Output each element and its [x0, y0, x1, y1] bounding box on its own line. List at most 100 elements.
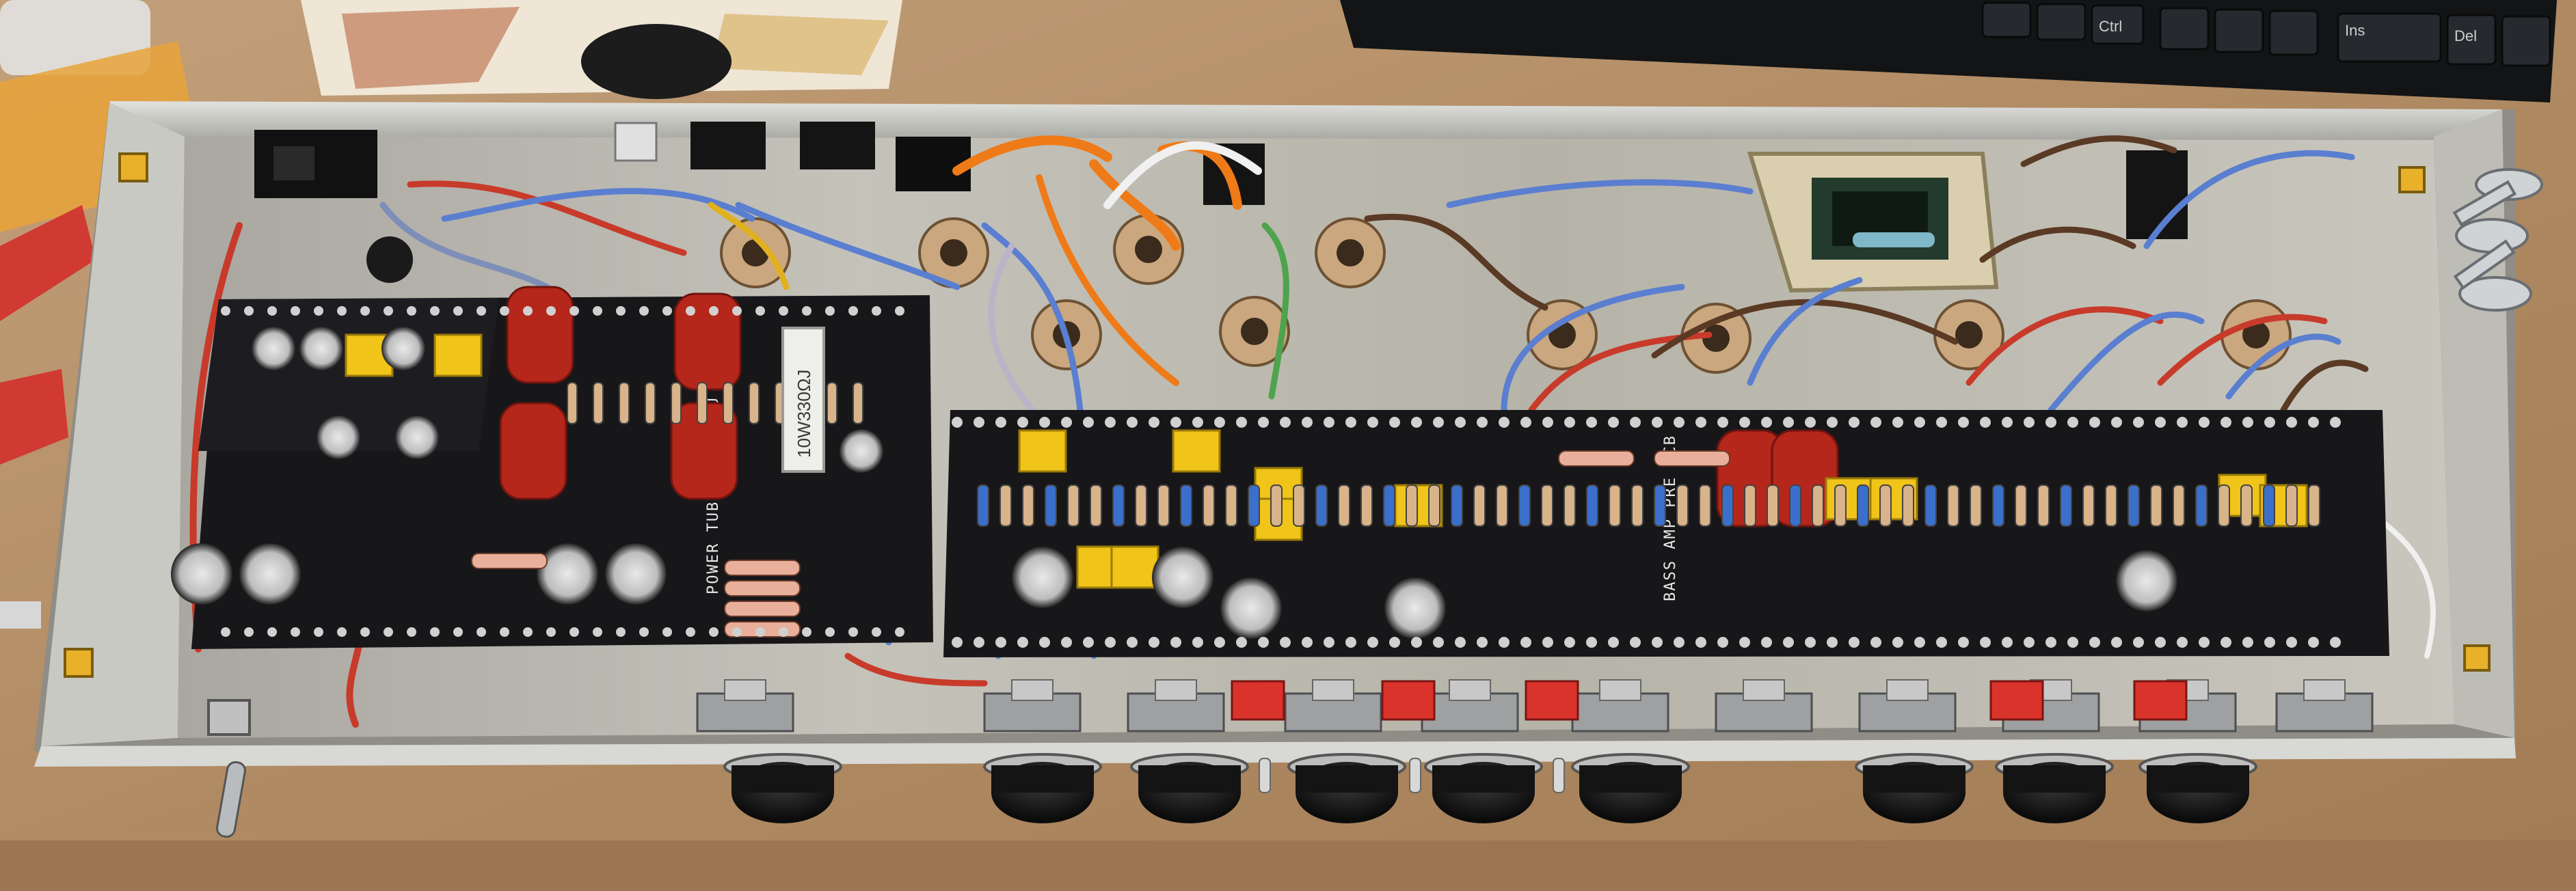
electrolytic-capacitor	[317, 415, 360, 459]
pcb-pad	[1499, 637, 1510, 648]
resistor	[1947, 484, 1959, 527]
pcb-pad	[244, 627, 254, 637]
pcb-pad	[1149, 637, 1159, 648]
pcb-pad	[1127, 417, 1138, 428]
pcb-pad	[1914, 637, 1925, 648]
pcb-pad	[593, 627, 602, 637]
pcb-pad	[1564, 637, 1575, 648]
film-capacitor	[673, 292, 742, 391]
pcb-pad	[2045, 417, 2056, 428]
pcb-pad	[1477, 417, 1488, 428]
pcb-pad	[1017, 417, 1028, 428]
resistor	[2240, 484, 2253, 527]
key-ctrl-label: Ctrl	[2099, 18, 2122, 35]
resistor	[1473, 484, 1486, 527]
pcb-pad	[384, 306, 393, 316]
resistor	[619, 382, 630, 424]
pcb-pad	[453, 306, 463, 316]
pcb-pad	[314, 306, 323, 316]
resistor	[2150, 484, 2162, 527]
key-ins-label: Ins	[2345, 22, 2365, 39]
pcb-pad	[895, 306, 904, 316]
pcb-pad	[1433, 417, 1444, 428]
pcb-pad	[1717, 417, 1728, 428]
resistor	[1924, 484, 1937, 527]
pcb-pad	[802, 306, 811, 316]
pcb-pad	[1564, 417, 1575, 428]
pcb-pad	[1586, 637, 1597, 648]
electrolytic-capacitor	[171, 543, 232, 605]
resistor	[1834, 484, 1847, 527]
pcb-pad	[1958, 417, 1969, 428]
tube-socket-center	[1241, 318, 1268, 345]
pcb-pad	[2308, 417, 2319, 428]
resistor	[1721, 484, 1734, 527]
pcb-pad	[477, 627, 486, 637]
pcb-pad	[872, 306, 881, 316]
pcb-pad	[2155, 417, 2166, 428]
resistor	[593, 382, 604, 424]
power-resistor-small	[1654, 450, 1730, 467]
pcb-pad	[1477, 637, 1488, 648]
pcb-pad	[360, 627, 370, 637]
pcb-pad	[639, 627, 649, 637]
electrolytic-capacitor	[840, 429, 883, 473]
pcb-pad	[2133, 417, 2144, 428]
pcb-pad	[1805, 637, 1816, 648]
resistor	[827, 382, 837, 424]
pot-lugs	[1312, 679, 1354, 701]
pcb-pad	[291, 306, 300, 316]
pcb-pad	[1236, 637, 1247, 648]
pot-lugs	[1743, 679, 1785, 701]
resistor	[1022, 484, 1034, 527]
pcb-pad	[244, 306, 254, 316]
pcb-pad	[1761, 417, 1772, 428]
pcb-pad	[430, 627, 440, 637]
pcb-pad	[1345, 637, 1356, 648]
pcb-pad	[995, 417, 1006, 428]
pcb-pad	[221, 627, 230, 637]
power-toggle	[207, 699, 251, 838]
electrolytic-capacitor	[299, 327, 343, 370]
resistor	[2082, 484, 2095, 527]
rear-components	[254, 122, 2188, 283]
resistor	[999, 484, 1012, 527]
pcb-pad	[1411, 417, 1422, 428]
pcb-pad	[1936, 417, 1947, 428]
toggle-lever	[1553, 758, 1565, 793]
pcb-pad	[1367, 637, 1378, 648]
resistor	[1902, 484, 1914, 527]
red-switch	[1525, 680, 1579, 721]
pcb-pad	[1892, 637, 1903, 648]
pcb-pad	[2330, 417, 2341, 428]
pot-lugs	[1155, 679, 1197, 701]
pcb-pad	[569, 306, 579, 316]
pcb-pad	[453, 627, 463, 637]
pcb-pad	[1674, 417, 1685, 428]
resistor	[1383, 484, 1395, 527]
resistor	[1045, 484, 1057, 527]
pcb-pad	[569, 627, 579, 637]
resistor	[567, 382, 578, 424]
electrolytic-capacitor	[395, 415, 439, 459]
resistor	[1406, 484, 1418, 527]
pcb-pad	[895, 627, 904, 637]
resistor	[1428, 484, 1440, 527]
pcb-pad	[546, 627, 556, 637]
resistor	[1135, 484, 1147, 527]
pcb-pad	[1542, 417, 1553, 428]
electrolytic-capacitor	[239, 543, 301, 605]
pot-lugs	[1599, 679, 1641, 701]
pcb-pad	[732, 306, 742, 316]
knob-skirt	[1138, 765, 1241, 793]
pcb-pad	[2286, 637, 2297, 648]
pcb-pad	[2264, 417, 2275, 428]
pcb-pad	[1849, 417, 1860, 428]
wiring	[189, 135, 2436, 728]
pcb-pad	[2199, 417, 2210, 428]
tube-socket-center	[1702, 325, 1730, 352]
pcb-pad	[1105, 417, 1116, 428]
resistor	[1518, 484, 1531, 527]
pcb-pad	[1170, 417, 1181, 428]
resistor	[2173, 484, 2185, 527]
